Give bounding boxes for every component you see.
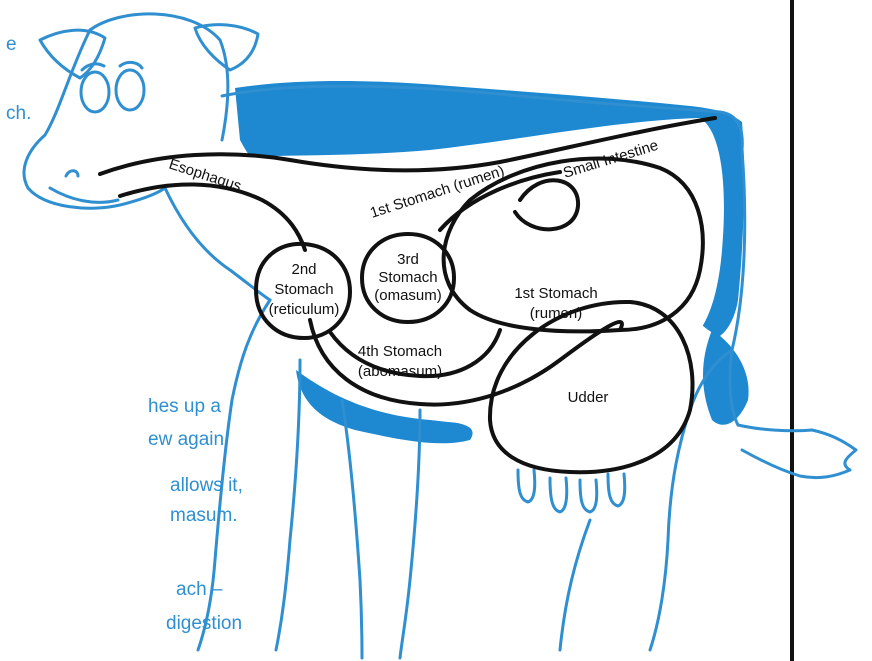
abomasum-label-line-1: 4th Stomach [358,343,442,360]
cow-rear-leg-spot [703,330,749,425]
reticulum-label-line-1: 2nd [291,261,316,278]
reticulum-label-line-2: Stomach [274,281,333,298]
rumen-label-line-1: 1st Stomach [514,285,597,302]
omasum-label-line-3: (omasum) [374,287,442,304]
omasum-label-line-2: Stomach [378,269,437,286]
rumen-label-line-2: (rumen) [530,305,583,322]
omasum-label-line-1: 3rd [397,251,419,268]
reticulum-label-line-3: (reticulum) [269,301,340,318]
udder-label: Udder [568,389,609,406]
abomasum-label-line-2: (abomasum) [358,363,442,380]
